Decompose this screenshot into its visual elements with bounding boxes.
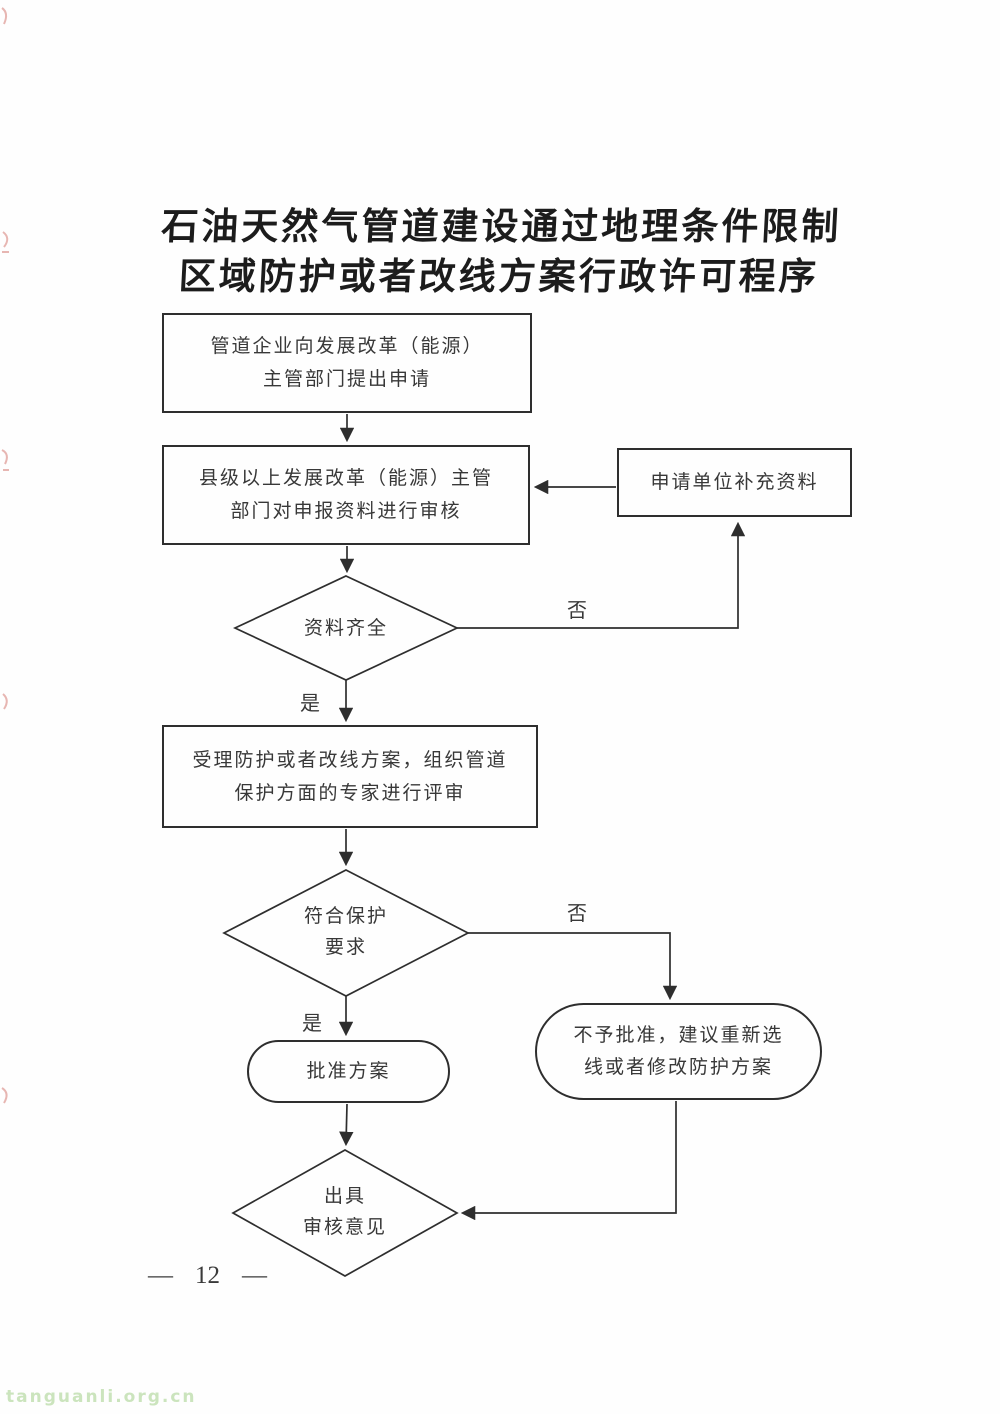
supplement-box-label: 申请单位补充资料 bbox=[650, 472, 819, 493]
issue-opinion-diamond-label: 出具 审核意见 bbox=[245, 1181, 445, 1243]
issue-opinion-line-1: 出具 bbox=[323, 1186, 366, 1207]
branch-label-yes-2: 是 bbox=[302, 1013, 322, 1035]
accept-box: 受理防护或者改线方案，组织管道 保护方面的专家进行评审 bbox=[162, 725, 538, 828]
issue-opinion-line-2: 审核意见 bbox=[302, 1217, 387, 1238]
page-number-right-dash: — bbox=[242, 1262, 267, 1289]
branch-label-yes-1: 是 bbox=[300, 693, 320, 715]
meets-protection-line-2: 要求 bbox=[324, 937, 367, 958]
review-box: 县级以上发展改革（能源）主管 部门对申报资料进行审核 bbox=[162, 445, 530, 545]
reject-stadium-line-2: 线或者修改防护方案 bbox=[583, 1056, 773, 1078]
left-edge-red-fragments bbox=[1, 7, 9, 1104]
page-title-line-1: 石油天然气管道建设通过地理条件限制 bbox=[160, 207, 843, 248]
apply-box: 管道企业向发展改革（能源） 主管部门提出申请 bbox=[162, 313, 532, 413]
apply-box-line-2: 主管部门提出申请 bbox=[262, 369, 431, 390]
page-title-line-2: 区域防护或者改线方案行政许可程序 bbox=[177, 257, 820, 298]
page-title: 石油天然气管道建设通过地理条件限制 区域防护或者改线方案行政许可程序 bbox=[0, 203, 1000, 303]
edge-protection-check-no bbox=[468, 932, 678, 1001]
approve-stadium-label: 批准方案 bbox=[306, 1061, 391, 1082]
review-box-line-1: 县级以上发展改革（能源）主管 bbox=[198, 468, 493, 489]
site-watermark: tanguanli.org.cn bbox=[6, 1387, 197, 1407]
branch-label-no-1: 否 bbox=[567, 600, 587, 622]
approve-stadium: 批准方案 bbox=[247, 1040, 450, 1103]
materials-complete-diamond-label: 资料齐全 bbox=[303, 618, 388, 639]
issue-opinion-diamond-shape bbox=[231, 1149, 459, 1277]
apply-box-line-1: 管道企业向发展改革（能源） bbox=[210, 336, 484, 357]
meets-protection-diamond-label: 符合保护 要求 bbox=[246, 901, 446, 963]
review-box-line-2: 部门对申报资料进行审核 bbox=[230, 501, 462, 522]
page-number-left-dash: — bbox=[148, 1262, 173, 1289]
page-number-value: 12 bbox=[195, 1262, 220, 1289]
reject-stadium-line-1: 不予批准，建议重新选 bbox=[573, 1024, 784, 1046]
page-number: — 12 — bbox=[148, 1262, 267, 1290]
meets-protection-line-1: 符合保护 bbox=[303, 906, 388, 927]
reject-stadium: 不予批准，建议重新选 线或者修改防护方案 bbox=[535, 1003, 822, 1100]
edge-approve-to-issue bbox=[339, 1103, 354, 1147]
branch-label-no-2: 否 bbox=[567, 903, 587, 925]
edge-reject-to-issue bbox=[460, 1101, 677, 1221]
supplement-box: 申请单位补充资料 bbox=[617, 448, 852, 517]
accept-box-line-2: 保护方面的专家进行评审 bbox=[234, 782, 466, 804]
accept-box-line-1: 受理防护或者改线方案，组织管道 bbox=[192, 749, 508, 771]
edge-complete-check-no bbox=[457, 521, 746, 629]
